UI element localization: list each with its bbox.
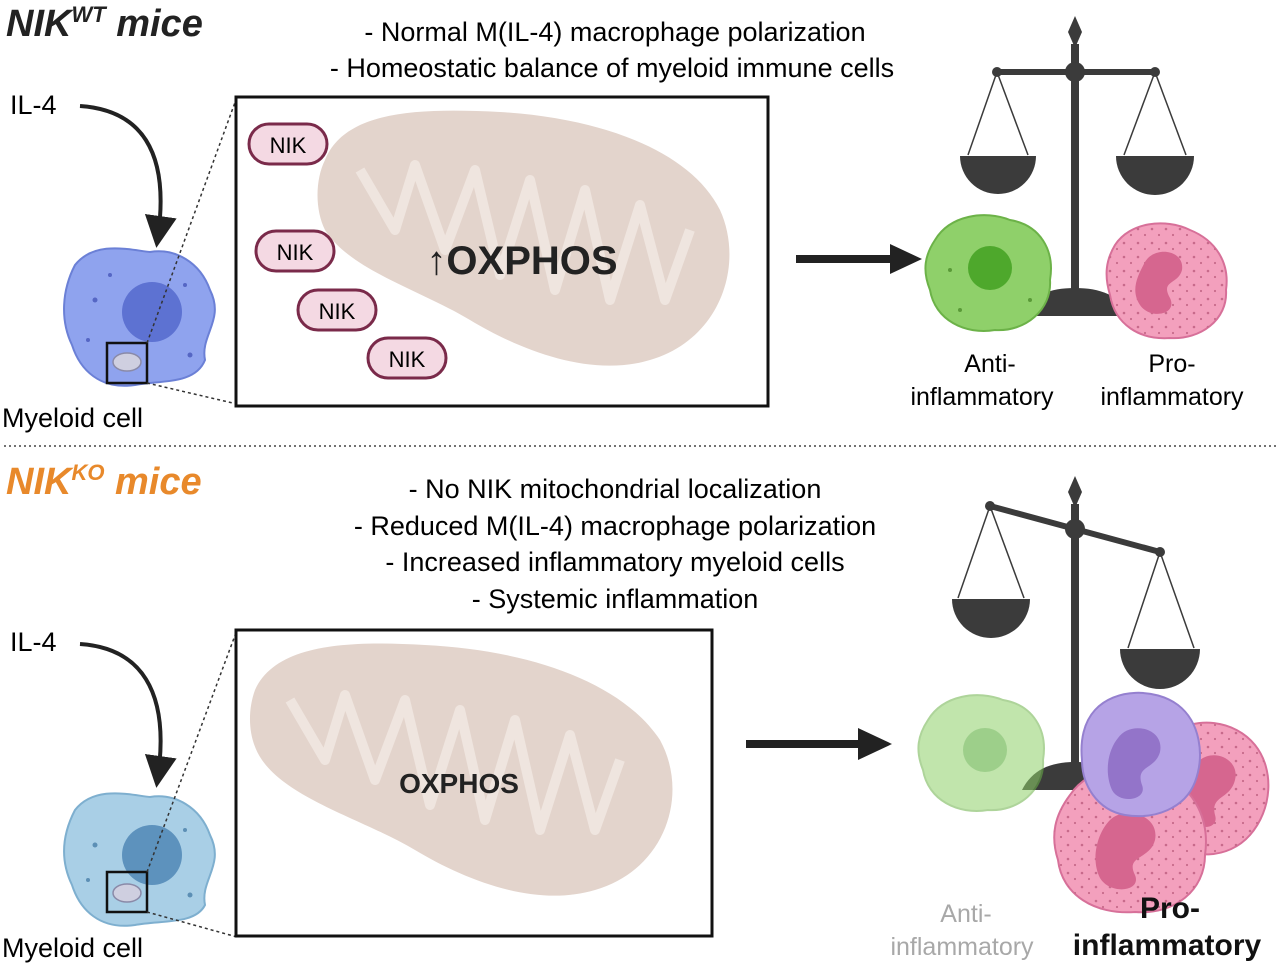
wt-myeloid-cell [63,247,216,387]
wt-zoom-line-bottom [146,382,238,405]
ko-title: NIKKO mice [6,460,202,503]
ko-bullet-4: - Systemic inflammation [472,584,759,614]
wt-pro-inflammatory-cell [1105,222,1228,340]
ko-cell-label: Myeloid cell [2,933,143,963]
wt-zoom-line-top [146,96,238,344]
wt-result-arrowhead [890,244,922,274]
ko-pro-label-1: Pro- [1140,892,1200,925]
ko-bullet-1: - No NIK mitochondrial localization [409,474,822,504]
ko-il4-arrow [79,642,177,788]
wt-anti-label-2: inflammatory [910,383,1054,411]
ko-mitochondrion [249,643,673,896]
wt-pro-label-1: Pro- [1148,350,1195,378]
wt-cell-label: Myeloid cell [2,403,143,433]
wt-mitochondrion [317,110,730,366]
wt-pro-label-2: inflammatory [1100,383,1244,411]
ko-anti-inflammatory-cell [917,694,1045,812]
wt-il4-arrow [79,104,177,248]
ko-bullet-3: - Increased inflammatory myeloid cells [385,547,844,577]
ko-zoom-line-top [146,629,238,873]
ko-pro-label-2: inflammatory [1073,929,1262,962]
ko-il4-label: IL-4 [10,627,57,657]
ko-anti-label-2: inflammatory [890,933,1034,961]
wt-bullet-1: - Normal M(IL-4) macrophage polarization [364,17,865,47]
ko-result-arrowhead [858,728,892,760]
wt-nik-1: NIK [247,122,329,166]
wt-anti-label-1: Anti- [964,350,1015,378]
wt-nik-4: NIK [366,336,448,380]
wt-il4-label: IL-4 [10,90,57,120]
svg-text:NIK: NIK [319,299,356,324]
ko-myeloid-cell [63,792,216,927]
ko-bullet-2: - Reduced M(IL-4) macrophage polarizatio… [354,511,876,541]
ko-anti-label-1: Anti- [940,900,991,928]
wt-bullet-2: - Homeostatic balance of myeloid immune … [330,53,894,83]
wt-nik-3: NIK [296,288,378,332]
wt-nik-2: NIK [254,229,336,273]
svg-text:NIK: NIK [389,347,426,372]
wt-anti-inflammatory-cell [924,214,1052,332]
wt-oxphos-label: ↑OXPHOS [426,239,617,283]
ko-purple-myeloid-cell [1080,691,1201,817]
svg-text:NIK: NIK [277,240,314,265]
svg-text:NIK: NIK [270,133,307,158]
wt-title: NIKWT mice [6,2,203,45]
ko-oxphos-label: OXPHOS [399,768,519,799]
